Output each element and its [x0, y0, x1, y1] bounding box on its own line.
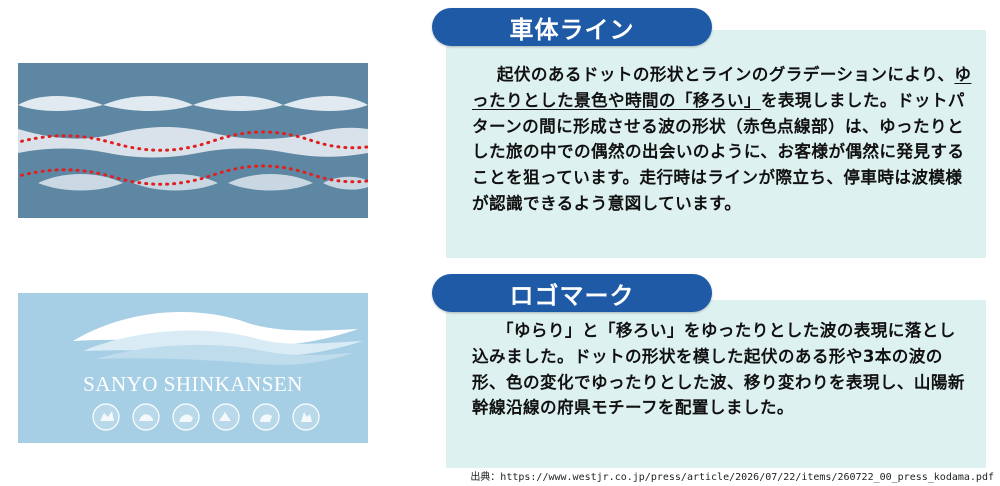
underlined-phrase: ゆったりとした景色や時間の「移ろい」 — [472, 65, 972, 110]
section-title-logo-mark: ロゴマーク — [432, 274, 712, 312]
logo-mark-description-box: 「ゆらり」と「移ろい」をゆったりとした波の表現に落とし込みました。ドットの形状を… — [446, 300, 986, 468]
logo-mark-image: SANYO SHINKANSEN — [18, 293, 368, 443]
logo-mark-description: 「ゆらり」と「移ろい」をゆったりとした波の表現に落とし込みました。ドットの形状を… — [472, 321, 965, 418]
body-line-description-box: 起伏のあるドットの形状とラインのグラデーションにより、ゆったりとした景色や時間の… — [446, 30, 986, 258]
logo-wordmark: SANYO SHINKANSEN — [83, 372, 303, 396]
source-citation: 出典：https://www.westjr.co.jp/press/articl… — [470, 472, 994, 483]
body-line-description: 起伏のあるドットの形状とラインのグラデーションにより、ゆったりとした景色や時間の… — [472, 65, 972, 213]
section-title-body-line: 車体ライン — [432, 8, 712, 46]
body-line-pattern-image — [6, 63, 400, 218]
